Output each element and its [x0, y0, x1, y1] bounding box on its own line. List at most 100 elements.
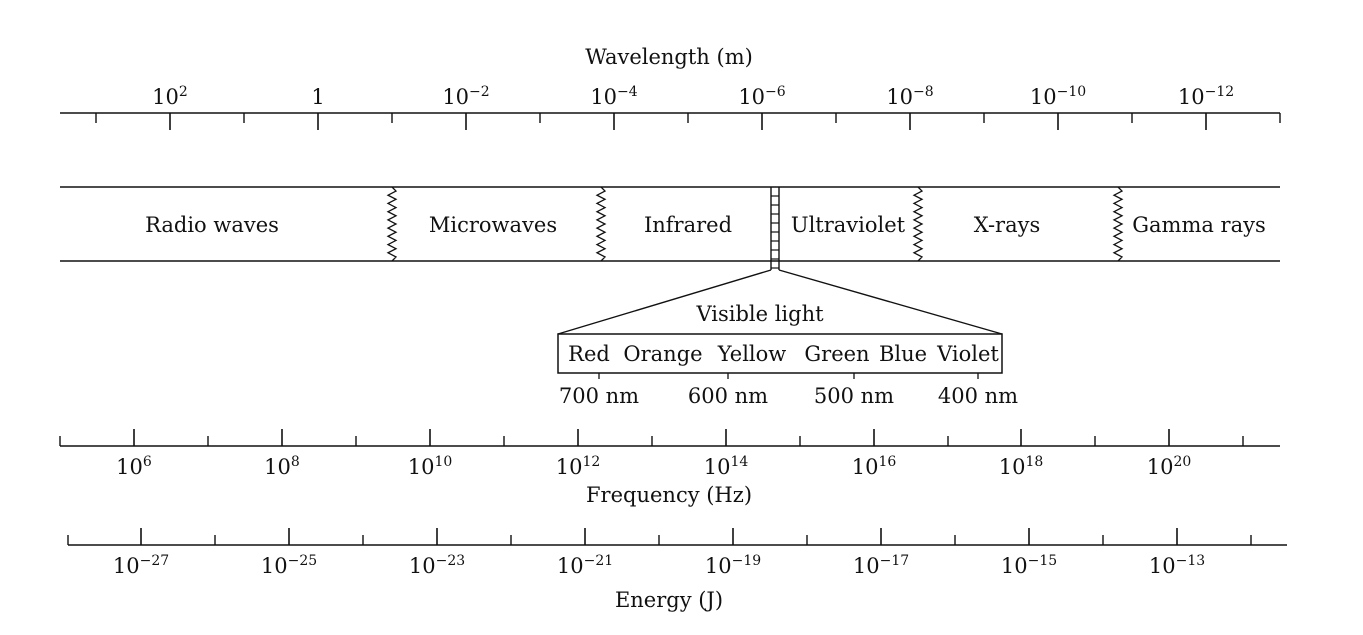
band-boundary-zigzag-3 — [1112, 186, 1124, 262]
visible-wavelength-600nm: 600 nm — [688, 384, 768, 408]
wavelength-label-7: 10−12 — [1178, 84, 1234, 109]
energy-label-4: 10−19 — [705, 553, 761, 578]
frequency-label-6: 1018 — [999, 454, 1044, 479]
energy-label-exponent: −27 — [140, 553, 170, 569]
frequency-label-exponent: 16 — [878, 454, 896, 470]
frequency-label-base: 10 — [116, 455, 143, 479]
frequency-axis-title: Frequency (Hz) — [586, 483, 752, 507]
band-boundaries — [386, 186, 1124, 262]
frequency-label-exponent: 10 — [434, 454, 452, 470]
energy-label-exponent: −19 — [732, 553, 762, 569]
energy-label-base: 10 — [1149, 554, 1176, 578]
band-label-x-rays: X-rays — [974, 213, 1041, 237]
energy-label-exponent: −21 — [584, 553, 614, 569]
energy-axis-title: Energy (J) — [615, 588, 723, 612]
wavelength-label-base: 10 — [738, 85, 765, 109]
band-label-gamma-rays: Gamma rays — [1132, 213, 1266, 237]
wavelength-label-base: 1 — [311, 85, 324, 109]
energy-label-base: 10 — [261, 554, 288, 578]
wavelength-label-exponent: 2 — [179, 84, 188, 100]
band-boundary-zigzag-2 — [912, 186, 924, 262]
band-label-infrared: Infrared — [644, 213, 732, 237]
energy-label-exponent: −23 — [436, 553, 466, 569]
frequency-label-exponent: 14 — [730, 454, 748, 470]
wavelength-label-base: 10 — [886, 85, 913, 109]
energy-label-1: 10−25 — [261, 553, 317, 578]
visible-color-blue: Blue — [879, 342, 927, 366]
frequency-label-0: 106 — [116, 454, 152, 479]
visible-light-title: Visible light — [695, 302, 824, 326]
energy-label-base: 10 — [113, 554, 140, 578]
frequency-label-7: 1020 — [1147, 454, 1192, 479]
frequency-label-5: 1016 — [852, 454, 897, 479]
wavelength-label-exponent: −10 — [1057, 84, 1087, 100]
band-boundary-zigzag-1 — [595, 186, 607, 262]
wavelength-label-6: 10−10 — [1030, 84, 1086, 109]
energy-label-base: 10 — [705, 554, 732, 578]
visible-light-box — [557, 333, 1003, 374]
visible-light-marker — [770, 187, 780, 270]
frequency-label-exponent: 12 — [582, 454, 600, 470]
energy-label-base: 10 — [853, 554, 880, 578]
frequency-label-base: 10 — [264, 455, 291, 479]
wavelength-label-0: 102 — [152, 84, 188, 109]
energy-label-base: 10 — [557, 554, 584, 578]
frequency-label-base: 10 — [408, 455, 435, 479]
wavelength-ticks — [95, 113, 1281, 130]
frequency-label-base: 10 — [704, 455, 731, 479]
frequency-label-3: 1012 — [556, 454, 601, 479]
wavelength-label-base: 10 — [152, 85, 179, 109]
energy-label-base: 10 — [409, 554, 436, 578]
energy-label-7: 10−13 — [1149, 553, 1205, 578]
band-label-radio-waves: Radio waves — [145, 213, 279, 237]
wavelength-label-1: 1 — [311, 85, 324, 109]
frequency-label-4: 1014 — [704, 454, 749, 479]
wavelength-label-exponent: −6 — [765, 84, 786, 100]
visible-wavelength-ticks — [598, 373, 979, 379]
wavelength-label-5: 10−8 — [886, 84, 933, 109]
energy-ticks — [67, 528, 1252, 545]
energy-label-exponent: −15 — [1028, 553, 1058, 569]
frequency-label-exponent: 8 — [291, 454, 300, 470]
frequency-label-base: 10 — [999, 455, 1026, 479]
visible-expansion-right-line — [778, 269, 1003, 335]
visible-color-orange: Orange — [623, 342, 702, 366]
visible-color-green: Green — [804, 342, 869, 366]
frequency-label-base: 10 — [1147, 455, 1174, 479]
band-boundary-zigzag-0 — [386, 186, 398, 262]
wavelength-label-base: 10 — [442, 85, 469, 109]
frequency-label-base: 10 — [852, 455, 879, 479]
wavelength-label-base: 10 — [1030, 85, 1057, 109]
wavelength-label-base: 10 — [590, 85, 617, 109]
energy-label-exponent: −13 — [1176, 553, 1206, 569]
frequency-ticks — [59, 429, 1244, 446]
band-label-ultraviolet: Ultraviolet — [791, 213, 906, 237]
visible-color-yellow: Yellow — [717, 342, 787, 366]
wavelength-label-base: 10 — [1178, 85, 1205, 109]
wavelength-axis-title: Wavelength (m) — [585, 45, 753, 69]
wavelength-label-3: 10−4 — [590, 84, 637, 109]
visible-color-red: Red — [568, 342, 610, 366]
frequency-label-exponent: 20 — [1173, 454, 1191, 470]
visible-wavelength-700nm: 700 nm — [559, 384, 639, 408]
frequency-label-1: 108 — [264, 454, 300, 479]
wavelength-label-4: 10−6 — [738, 84, 785, 109]
energy-label-base: 10 — [1001, 554, 1028, 578]
energy-label-exponent: −25 — [288, 553, 318, 569]
wavelength-label-exponent: −2 — [469, 84, 490, 100]
visible-expansion-left-line — [557, 269, 772, 335]
frequency-label-2: 1010 — [408, 454, 453, 479]
visible-wavelength-400nm: 400 nm — [938, 384, 1018, 408]
wavelength-label-exponent: −12 — [1205, 84, 1235, 100]
visible-wavelength-500nm: 500 nm — [814, 384, 894, 408]
band-label-microwaves: Microwaves — [429, 213, 557, 237]
frequency-label-exponent: 6 — [143, 454, 152, 470]
energy-label-5: 10−17 — [853, 553, 909, 578]
energy-label-2: 10−23 — [409, 553, 465, 578]
energy-label-exponent: −17 — [880, 553, 910, 569]
frequency-label-base: 10 — [556, 455, 583, 479]
